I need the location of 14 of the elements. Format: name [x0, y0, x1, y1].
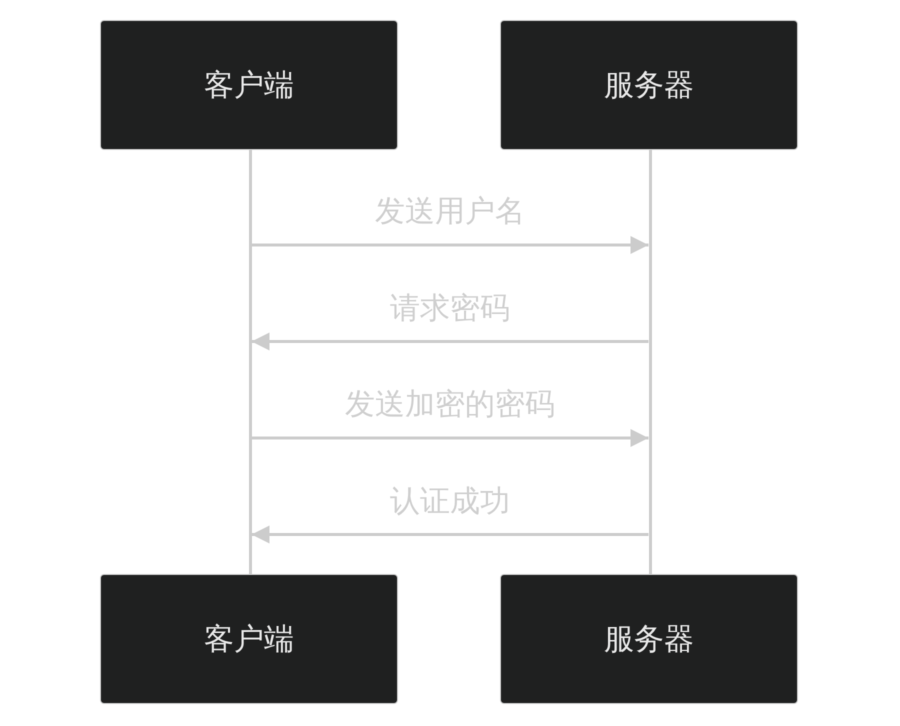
message-arrow — [252, 332, 648, 350]
message-arrow — [252, 429, 648, 447]
participant-name: 服务器 — [604, 620, 694, 658]
participant-name: 服务器 — [604, 66, 694, 104]
participant-name: 客户端 — [204, 66, 294, 104]
participant-box — [500, 20, 798, 150]
participant-box — [100, 574, 398, 704]
lifeline — [648, 150, 652, 574]
message-arrow — [252, 236, 648, 254]
message-arrow — [252, 526, 648, 544]
lifeline — [248, 150, 252, 574]
participant-box — [100, 20, 398, 150]
participant-box — [500, 574, 798, 704]
participant-name: 客户端 — [204, 620, 294, 658]
